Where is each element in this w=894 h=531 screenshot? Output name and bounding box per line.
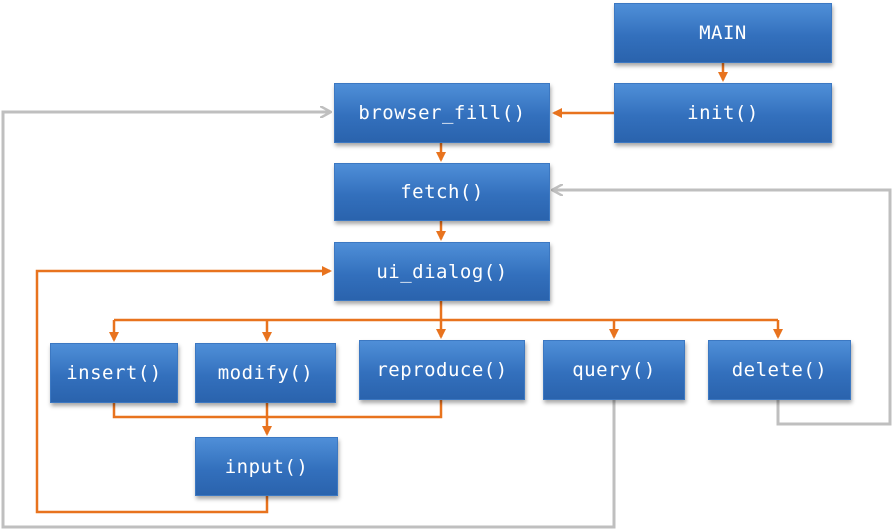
- node-fetch: fetch(): [334, 163, 550, 221]
- node-insert: insert(): [50, 343, 178, 403]
- node-delete-label: delete(): [731, 359, 828, 381]
- node-fetch-label: fetch(): [400, 181, 484, 203]
- node-init: init(): [614, 83, 832, 143]
- node-init-label: init(): [687, 102, 759, 124]
- node-reproduce-label: reproduce(): [376, 359, 508, 381]
- edge-delete-to-fetch: [553, 190, 892, 426]
- node-browser-fill: browser_fill(): [334, 83, 550, 143]
- node-ui-dialog: ui_dialog(): [334, 242, 550, 301]
- node-main: MAIN: [614, 3, 832, 63]
- edge-input-to-ui-dialog: [35, 266, 332, 514]
- node-delete: delete(): [708, 340, 851, 400]
- node-modify-label: modify(): [217, 362, 314, 384]
- node-query-label: query(): [572, 359, 656, 381]
- node-reproduce: reproduce(): [359, 340, 525, 400]
- node-input-label: input(): [224, 455, 309, 478]
- node-browser-fill-label: browser_fill(): [358, 102, 526, 124]
- node-ui-dialog-label: ui_dialog(): [376, 260, 508, 283]
- node-main-label: MAIN: [699, 22, 747, 44]
- node-insert-label: insert(): [66, 362, 162, 384]
- node-query: query(): [543, 340, 685, 400]
- node-modify: modify(): [195, 343, 336, 403]
- node-input: input(): [195, 437, 338, 496]
- edge-query-to-browser-fill: [1, 112, 616, 529]
- edge-insert-to-input: [112, 400, 443, 419]
